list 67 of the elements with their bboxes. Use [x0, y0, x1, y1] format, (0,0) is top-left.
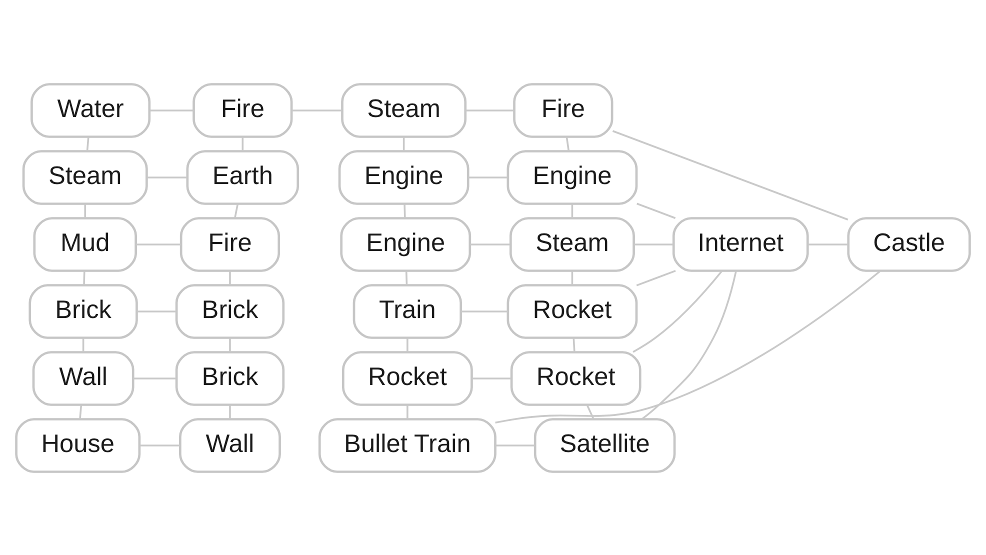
connector — [406, 338, 408, 352]
connector — [495, 444, 535, 446]
connector — [82, 338, 84, 352]
connector — [234, 204, 239, 218]
connector — [566, 136, 570, 150]
connector — [470, 243, 510, 245]
connector — [636, 202, 676, 218]
node-box: Fire — [180, 216, 280, 272]
connector — [137, 310, 176, 312]
connector — [465, 109, 514, 111]
node-box: House — [15, 418, 141, 472]
node-box: Bullet Train — [318, 418, 496, 472]
connector — [634, 243, 674, 245]
connector — [468, 176, 508, 178]
node-box: Engine — [340, 216, 472, 272]
node-box: Internet — [672, 216, 809, 272]
connector — [140, 444, 180, 446]
connector — [133, 377, 176, 379]
connector — [642, 270, 737, 420]
connector — [147, 176, 187, 178]
node-box: Rocket — [506, 284, 638, 338]
connector — [229, 270, 231, 284]
node-box: Steam — [509, 216, 635, 272]
connector — [612, 130, 848, 220]
node-box: Train — [352, 284, 462, 338]
node-box: Mud — [33, 216, 137, 272]
connector — [242, 136, 244, 150]
connector — [86, 136, 90, 150]
node-box: Rocket — [510, 350, 642, 406]
connector — [292, 109, 342, 111]
node-box: Engine — [338, 150, 470, 204]
connector — [229, 338, 231, 352]
node-box: Water — [30, 82, 151, 138]
connector — [636, 269, 676, 286]
connector — [460, 310, 508, 312]
connector — [405, 270, 408, 284]
connector — [84, 204, 86, 218]
node-box: Earth — [186, 150, 300, 204]
connector — [472, 377, 511, 379]
connector — [808, 243, 848, 245]
connector — [229, 404, 231, 418]
node-box: Brick — [175, 350, 285, 406]
connector — [150, 109, 194, 111]
node-box: Engine — [506, 150, 638, 204]
connector — [632, 270, 722, 352]
node-box: Brick — [175, 284, 285, 338]
connector — [404, 204, 406, 218]
connector — [136, 243, 181, 245]
connector — [586, 404, 594, 419]
connector — [572, 338, 576, 352]
node-box: Brick — [28, 284, 138, 338]
node-box: Steam — [22, 150, 148, 204]
connector — [495, 270, 880, 424]
node-box: Fire — [513, 82, 614, 138]
node-box: Wall — [179, 418, 281, 472]
connector — [83, 270, 86, 284]
connector — [402, 136, 405, 150]
connector — [571, 270, 574, 284]
node-box: Steam — [341, 82, 467, 138]
connector — [406, 404, 408, 418]
node-box: Wall — [32, 350, 134, 406]
connector — [79, 404, 82, 418]
node-box: Rocket — [342, 350, 473, 406]
connector — [571, 204, 574, 218]
node-box: Satellite — [534, 418, 676, 472]
node-box: Fire — [192, 82, 293, 138]
node-box: Castle — [847, 216, 971, 272]
